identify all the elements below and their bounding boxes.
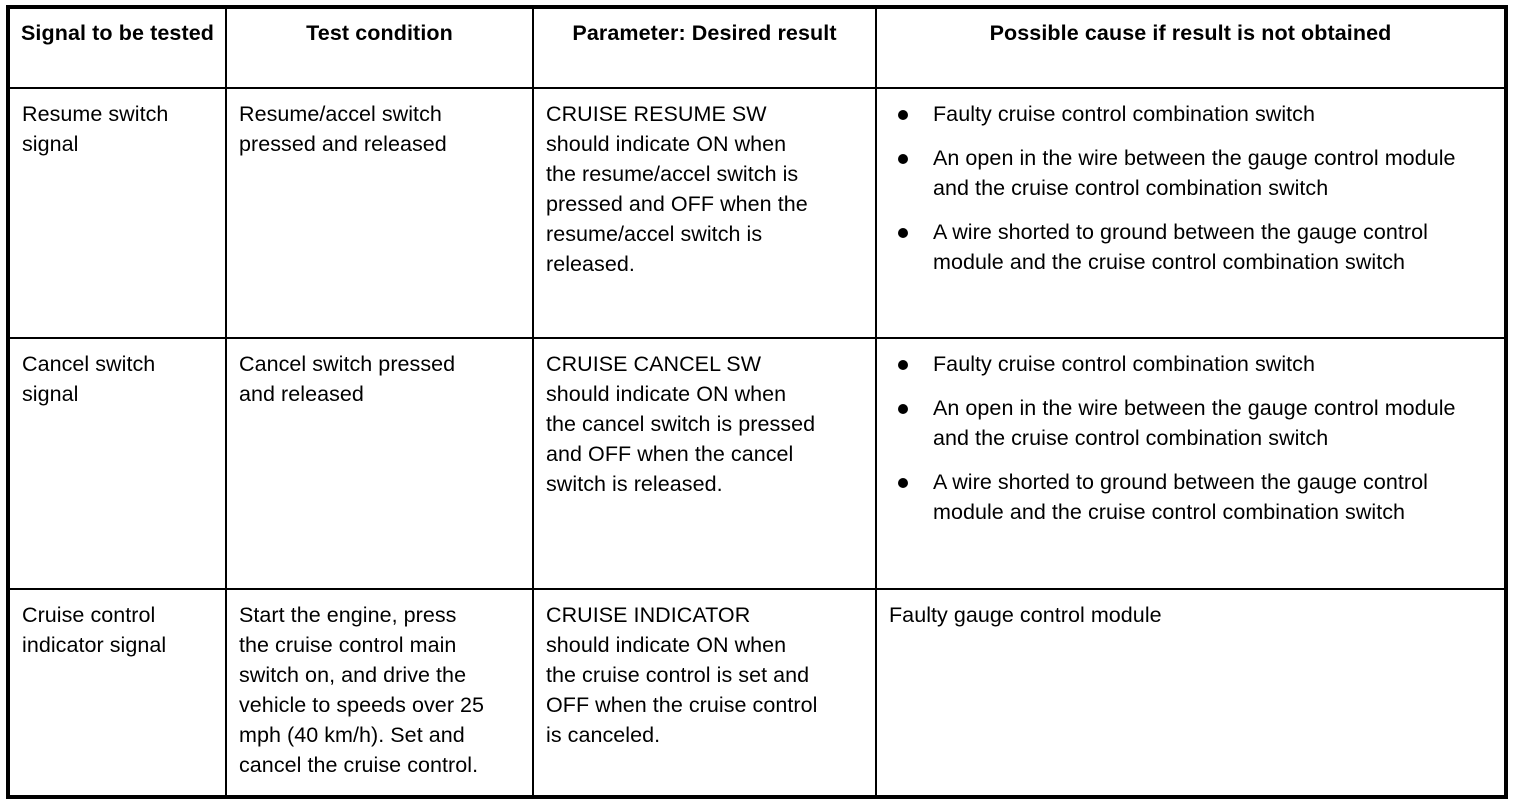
bullet-dot-icon: [898, 228, 908, 238]
cell-test-condition-text: Resume/accel switch pressed and released: [239, 102, 447, 156]
column-header-signal-label: Signal to be tested: [20, 21, 215, 45]
column-header-test-condition-label: Test condition: [306, 21, 453, 45]
cell-signal-text: Resume switch signal: [22, 102, 169, 156]
bullet-dot-icon: [898, 478, 908, 488]
cause-list: Faulty cruise control combination switch…: [877, 339, 1504, 537]
list-item-label: An open in the wire between the gauge co…: [933, 146, 1456, 200]
bullet-dot-icon: [898, 404, 908, 414]
column-header-parameter-label: Parameter: Desired result: [572, 21, 837, 45]
cell-signal: Cancel switch signal: [7, 337, 227, 590]
cell-parameter: CRUISE CANCEL SW should indicate ON when…: [532, 337, 877, 590]
list-item-label: Faulty cruise control combination switch: [933, 352, 1315, 376]
cell-test-condition-text: Start the engine, press the cruise contr…: [239, 603, 485, 777]
list-item-label: Faulty cruise control combination switch: [933, 102, 1315, 126]
cell-signal: Cruise control indicator signal: [7, 588, 227, 798]
cell-test-condition: Cancel switch pressed and released: [225, 337, 534, 590]
cell-test-condition: Start the engine, press the cruise contr…: [225, 588, 534, 798]
column-header-signal: Signal to be tested: [7, 6, 227, 89]
cell-possible-cause: Faulty cruise control combination switch…: [875, 337, 1507, 590]
list-item: A wire shorted to ground between the gau…: [877, 467, 1494, 527]
cell-test-condition-text: Cancel switch pressed and released: [239, 352, 456, 406]
cell-possible-cause: Faulty gauge control module: [875, 588, 1507, 798]
list-item: An open in the wire between the gauge co…: [877, 393, 1494, 453]
bullet-dot-icon: [898, 154, 908, 164]
table-body: Resume switch signal Resume/accel switch…: [7, 87, 1507, 798]
cause-list: Faulty cruise control combination switch…: [877, 89, 1504, 287]
cell-signal-text: Cruise control indicator signal: [22, 603, 167, 657]
column-header-possible-cause: Possible cause if result is not obtained: [875, 6, 1507, 89]
cell-possible-cause: Faulty cruise control combination switch…: [875, 87, 1507, 339]
header-row: Signal to be tested Test condition Param…: [7, 6, 1507, 89]
table-header: Signal to be tested Test condition Param…: [7, 6, 1507, 89]
list-item-label: An open in the wire between the gauge co…: [933, 396, 1456, 450]
bullet-dot-icon: [898, 360, 908, 370]
diagnostic-table: Signal to be tested Test condition Param…: [6, 5, 1508, 799]
cell-signal: Resume switch signal: [7, 87, 227, 339]
table-row: Cruise control indicator signal Start th…: [7, 588, 1507, 798]
list-item: Faulty cruise control combination switch: [877, 99, 1494, 129]
list-item-label: A wire shorted to ground between the gau…: [933, 470, 1428, 524]
cell-parameter-text: CRUISE RESUME SW should indicate ON when…: [546, 102, 808, 276]
list-item: A wire shorted to ground between the gau…: [877, 217, 1494, 277]
cell-signal-text: Cancel switch signal: [22, 352, 156, 406]
table-row: Cancel switch signal Cancel switch press…: [7, 337, 1507, 590]
cell-parameter-text: CRUISE CANCEL SW should indicate ON when…: [546, 352, 816, 496]
list-item: Faulty cruise control combination switch: [877, 349, 1494, 379]
column-header-parameter: Parameter: Desired result: [532, 6, 877, 89]
list-item-label: A wire shorted to ground between the gau…: [933, 220, 1428, 274]
cause-text: Faulty gauge control module: [889, 603, 1162, 627]
bullet-dot-icon: [898, 110, 908, 120]
list-item: An open in the wire between the gauge co…: [877, 143, 1494, 203]
cell-parameter: CRUISE RESUME SW should indicate ON when…: [532, 87, 877, 339]
cell-parameter-text: CRUISE INDICATOR should indicate ON when…: [546, 603, 818, 747]
table-row: Resume switch signal Resume/accel switch…: [7, 87, 1507, 339]
cell-parameter: CRUISE INDICATOR should indicate ON when…: [532, 588, 877, 798]
column-header-possible-cause-label: Possible cause if result is not obtained: [989, 21, 1392, 45]
cell-test-condition: Resume/accel switch pressed and released: [225, 87, 534, 339]
column-header-test-condition: Test condition: [225, 6, 534, 89]
